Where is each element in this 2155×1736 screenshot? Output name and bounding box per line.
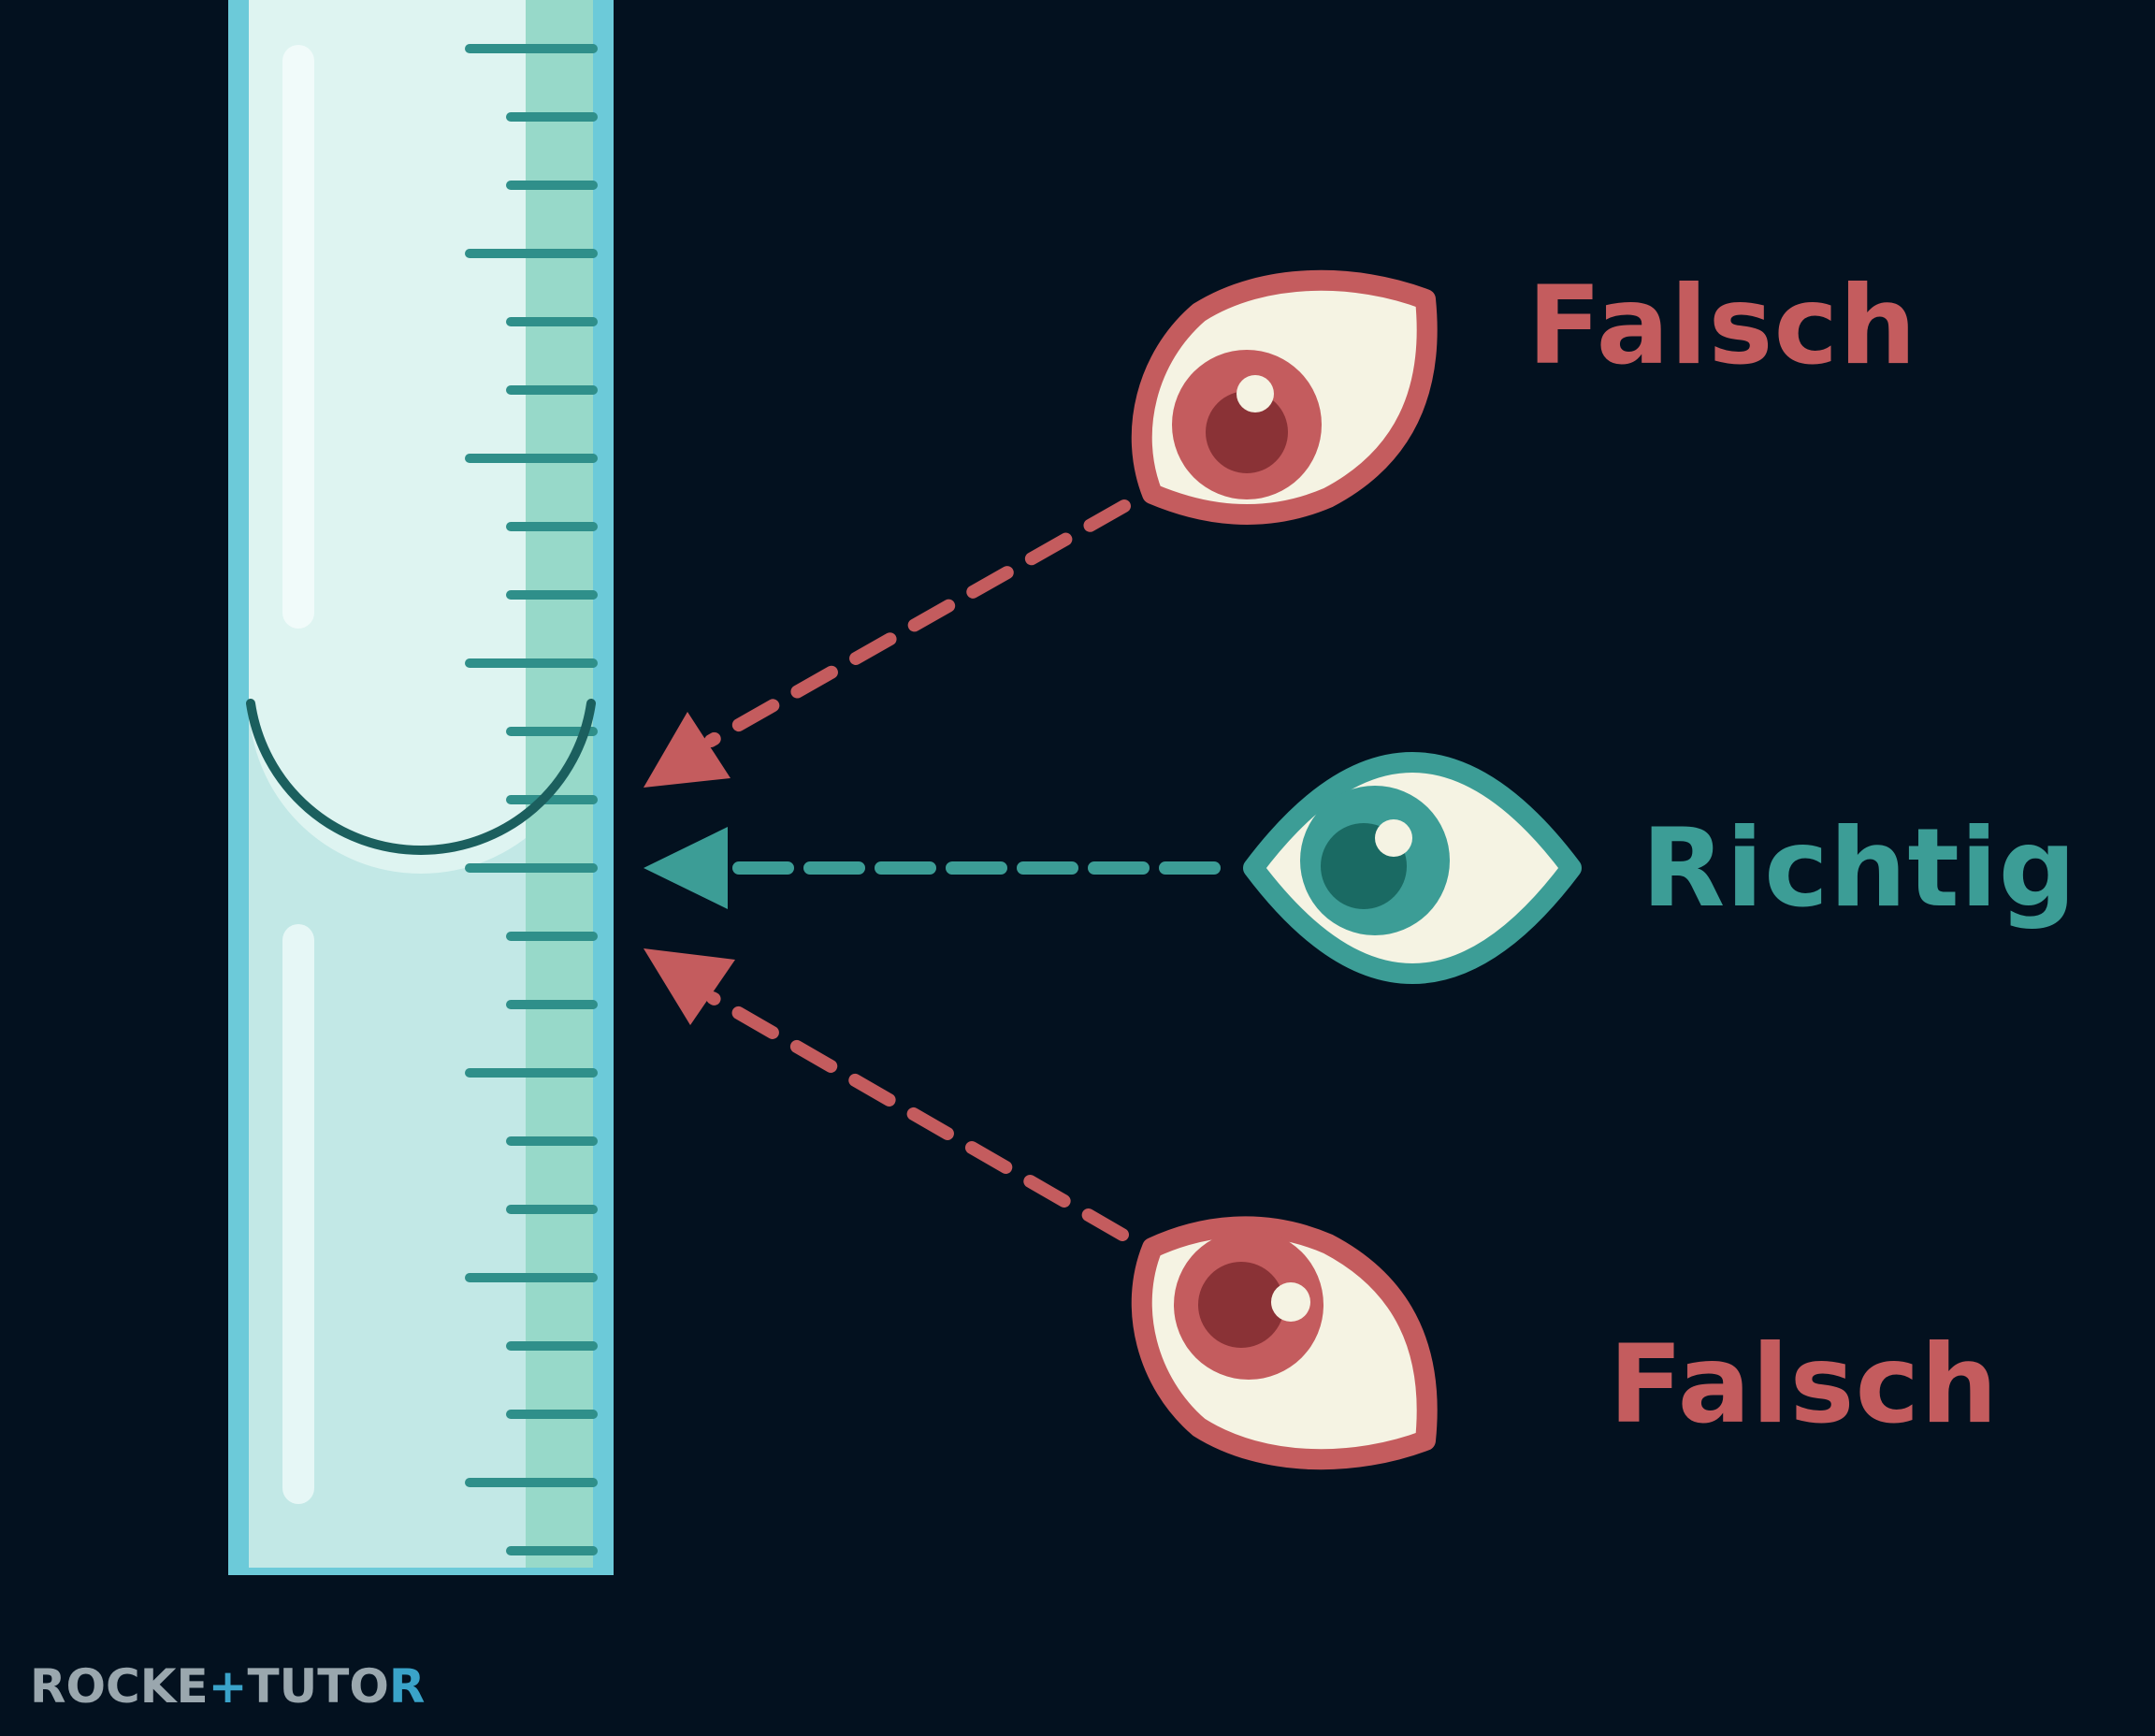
- logo-part-tuto: TUTO: [248, 1659, 389, 1714]
- pupil-top: [1206, 391, 1288, 473]
- arrowhead-bottom: [644, 948, 735, 1025]
- pupil-bottom: [1198, 1262, 1284, 1348]
- air-region: [249, 0, 593, 874]
- sight-line-bottom: [706, 991, 1129, 1241]
- glass-highlight-lower: [282, 924, 314, 1504]
- eye-icon-bottom: [1131, 1216, 1438, 1470]
- rocket-tutor-logo: ROCKE+TUTOR: [30, 1659, 425, 1714]
- glass-highlight-upper: [282, 45, 314, 629]
- sight-line-top: [704, 499, 1131, 747]
- glint-top: [1237, 375, 1274, 412]
- logo-part-r: R: [389, 1659, 426, 1714]
- logo-part-rocke: ROCKE: [30, 1659, 209, 1714]
- arrowhead-middle: [644, 827, 728, 909]
- graduated-cylinder: [228, 0, 614, 1575]
- sight-lines: [644, 499, 1221, 1241]
- label-middle-richtig: Richtig: [1642, 805, 2077, 932]
- glint-bottom: [1271, 1282, 1310, 1322]
- arrowhead-top: [644, 712, 730, 788]
- logo-cross: +: [209, 1659, 248, 1714]
- eye-icon-middle: [1243, 752, 1582, 984]
- meniscus-curve: [246, 699, 596, 855]
- glint-middle: [1375, 819, 1412, 857]
- scale-ticks: [465, 44, 598, 1555]
- tube-base: [228, 1568, 614, 1575]
- label-top-falsch: Falsch: [1527, 263, 1917, 389]
- label-bottom-falsch: Falsch: [1609, 1322, 1999, 1448]
- eye-icon-top: [1131, 269, 1438, 525]
